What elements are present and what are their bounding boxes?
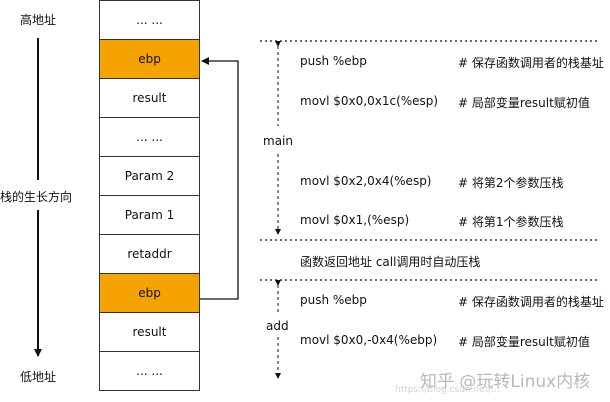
stack-cell: Param 2	[99, 156, 200, 196]
comment: # 将第1个参数压栈	[458, 215, 564, 229]
comment: # 局部变量result赋初值	[458, 96, 590, 110]
stack-cell: ... ...	[99, 351, 200, 391]
instruction: push %ebp	[300, 54, 367, 68]
comment: # 保存函数调用者的栈基址	[458, 56, 604, 70]
high-address-label: 高地址	[20, 13, 57, 27]
watermark-url: https://blog.csdn.net/...	[395, 385, 500, 395]
comment: # 将第2个参数压栈	[458, 176, 564, 190]
return-address-note: 函数返回地址 call调用时自动压栈	[300, 255, 481, 269]
comment: # 局部变量result赋初值	[458, 335, 590, 349]
add-section-label: add	[265, 319, 290, 333]
instruction: movl $0x0,0x1c(%esp)	[300, 94, 439, 108]
watermark: 知乎 @玩转Linux内核	[420, 372, 591, 392]
stack-cell: retaddr	[99, 234, 200, 274]
instruction: movl $0x2,0x4(%esp)	[300, 174, 432, 188]
stack-growth-label: 栈的生长方向	[0, 188, 73, 205]
ebp-link-arrow	[200, 57, 239, 300]
stack-cell: Param 1	[99, 195, 200, 235]
stack-cell: ... ...	[99, 0, 200, 40]
instruction: movl $0x0,-0x4(%ebp)	[300, 333, 438, 347]
low-address-label: 低地址	[20, 370, 57, 384]
main-section-label: main	[262, 134, 294, 148]
stack-cell: result	[99, 78, 200, 118]
stack-cell: result	[99, 312, 200, 352]
instruction: push %ebp	[300, 293, 367, 307]
instruction: movl $0x1,(%esp)	[300, 213, 410, 227]
stack-cell: ... ...	[99, 117, 200, 157]
stack-cell: ebp	[99, 273, 200, 313]
comment: # 保存函数调用者的栈基址	[458, 295, 604, 309]
stack-cell: ebp	[99, 39, 200, 79]
